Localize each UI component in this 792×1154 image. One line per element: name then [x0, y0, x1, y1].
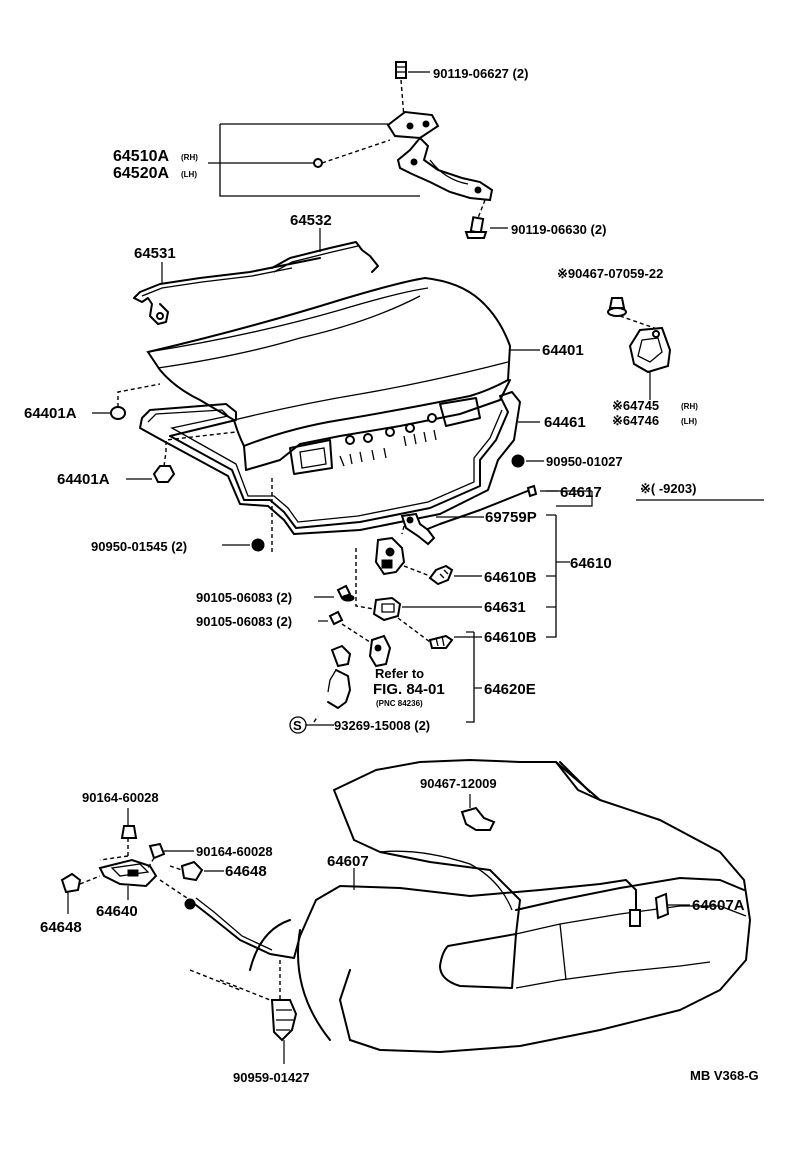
- label-93269-15008: 93269-15008 (2): [334, 718, 430, 733]
- label-90119-06630: 90119-06630 (2): [511, 222, 606, 237]
- label-64745: ※64745: [612, 398, 659, 413]
- label-90950-01545: 90950-01545 (2): [91, 539, 187, 554]
- clip-64648-left: [60, 872, 101, 914]
- label-90164-60028-lower: 90164-60028: [196, 844, 273, 859]
- s-mark-circle: [289, 716, 307, 734]
- hinge-bracket: [386, 110, 494, 202]
- hinge-pin: [313, 139, 391, 168]
- label-64648-left: 64648: [40, 919, 82, 936]
- label-90950-01027: 90950-01027: [546, 454, 623, 469]
- label-64610B-upper: 64610B: [484, 569, 537, 586]
- label-64640: 64640: [96, 903, 138, 920]
- label-refer-pnc: (PNC 84236): [376, 699, 423, 708]
- label-90105-06083-b: 90105-06083 (2): [196, 614, 292, 629]
- label-64520A: 64520A: [113, 165, 169, 182]
- label-64532: 64532: [290, 212, 332, 229]
- bolt-90105-06083-a: [336, 584, 355, 602]
- lock-rod-64617: [419, 484, 558, 533]
- bolt-90164-60028-upper: [99, 808, 138, 861]
- trim-cover: [628, 326, 672, 400]
- label-64401: 64401: [542, 342, 584, 359]
- lock-housing-64631: [372, 596, 402, 622]
- bumper-stop-upper: [110, 383, 161, 420]
- label-64648-right: 64648: [225, 863, 267, 880]
- clip-90467-12009: [460, 794, 496, 831]
- label-ref-code: MB V368-G: [690, 1068, 759, 1083]
- label-refer-to: Refer to: [375, 666, 424, 681]
- label-90164-60028-upper: 90164-60028: [82, 790, 159, 805]
- label-64510A: 64510A: [113, 148, 169, 165]
- lock-spring-upper: [403, 564, 454, 586]
- clip-90950-01545: [251, 478, 273, 552]
- label-64510A-side: (RH): [181, 153, 198, 162]
- lock-cylinder-64610: [355, 536, 406, 611]
- label-64746: ※64746: [612, 413, 659, 428]
- bolt-90105-06083-b: [328, 610, 377, 647]
- torsion-bar-64531: [133, 257, 321, 325]
- bolt-90164-60028-lower: [147, 842, 194, 869]
- clip-64648-right: [169, 860, 204, 882]
- label-s-mark: S: [293, 718, 302, 733]
- label-64461: 64461: [544, 414, 586, 431]
- label-90119-06627: 90119-06627 (2): [433, 66, 528, 81]
- lock-64620E: [327, 634, 392, 709]
- label-90467-12009: 90467-12009: [420, 776, 497, 791]
- lock-spring-lower: [397, 617, 454, 649]
- label-64531: 64531: [134, 245, 176, 262]
- label-64610B-lower: 64610B: [484, 629, 537, 646]
- label-64401A-lower: 64401A: [57, 471, 110, 488]
- label-90105-06083-a: 90105-06083 (2): [196, 590, 292, 605]
- screw-90467-07059: [607, 297, 661, 331]
- label-64745-side: (RH): [681, 402, 698, 411]
- clip-90950-01027: [511, 454, 525, 468]
- label-69759P: 69759P: [485, 509, 537, 526]
- label-64401A-upper: 64401A: [24, 405, 77, 422]
- label-64610: 64610: [570, 555, 612, 572]
- label-64607: 64607: [327, 853, 369, 870]
- label-90959-01427: 90959-01427: [233, 1070, 310, 1085]
- label-64620E: 64620E: [484, 681, 536, 698]
- torsion-bar-64532: [271, 228, 379, 273]
- cable-end-64607A: [654, 892, 670, 920]
- release-cable-64607: [184, 868, 641, 959]
- label-90467-07059: ※90467-07059-22: [557, 266, 663, 281]
- rod-clip-69759P: [400, 512, 436, 546]
- release-lever-64640: [98, 858, 191, 901]
- label-64520A-side: (LH): [181, 170, 197, 179]
- hinge-bolt-top: [395, 61, 407, 119]
- label-refer-fig: FIG. 84-01: [373, 681, 445, 698]
- label-64631: 64631: [484, 599, 526, 616]
- label-note-range: ※( -9203): [640, 481, 696, 496]
- bumper-stop-lower: [152, 431, 237, 483]
- label-64746-side: (LH): [681, 417, 697, 426]
- weatherstrip: [139, 391, 521, 535]
- hinge-bolt-bottom: [464, 199, 488, 239]
- clip-90959-01427: [270, 960, 298, 1064]
- label-64617: 64617: [560, 484, 602, 501]
- label-64607A: 64607A: [692, 897, 745, 914]
- trunk-lid: [146, 276, 512, 475]
